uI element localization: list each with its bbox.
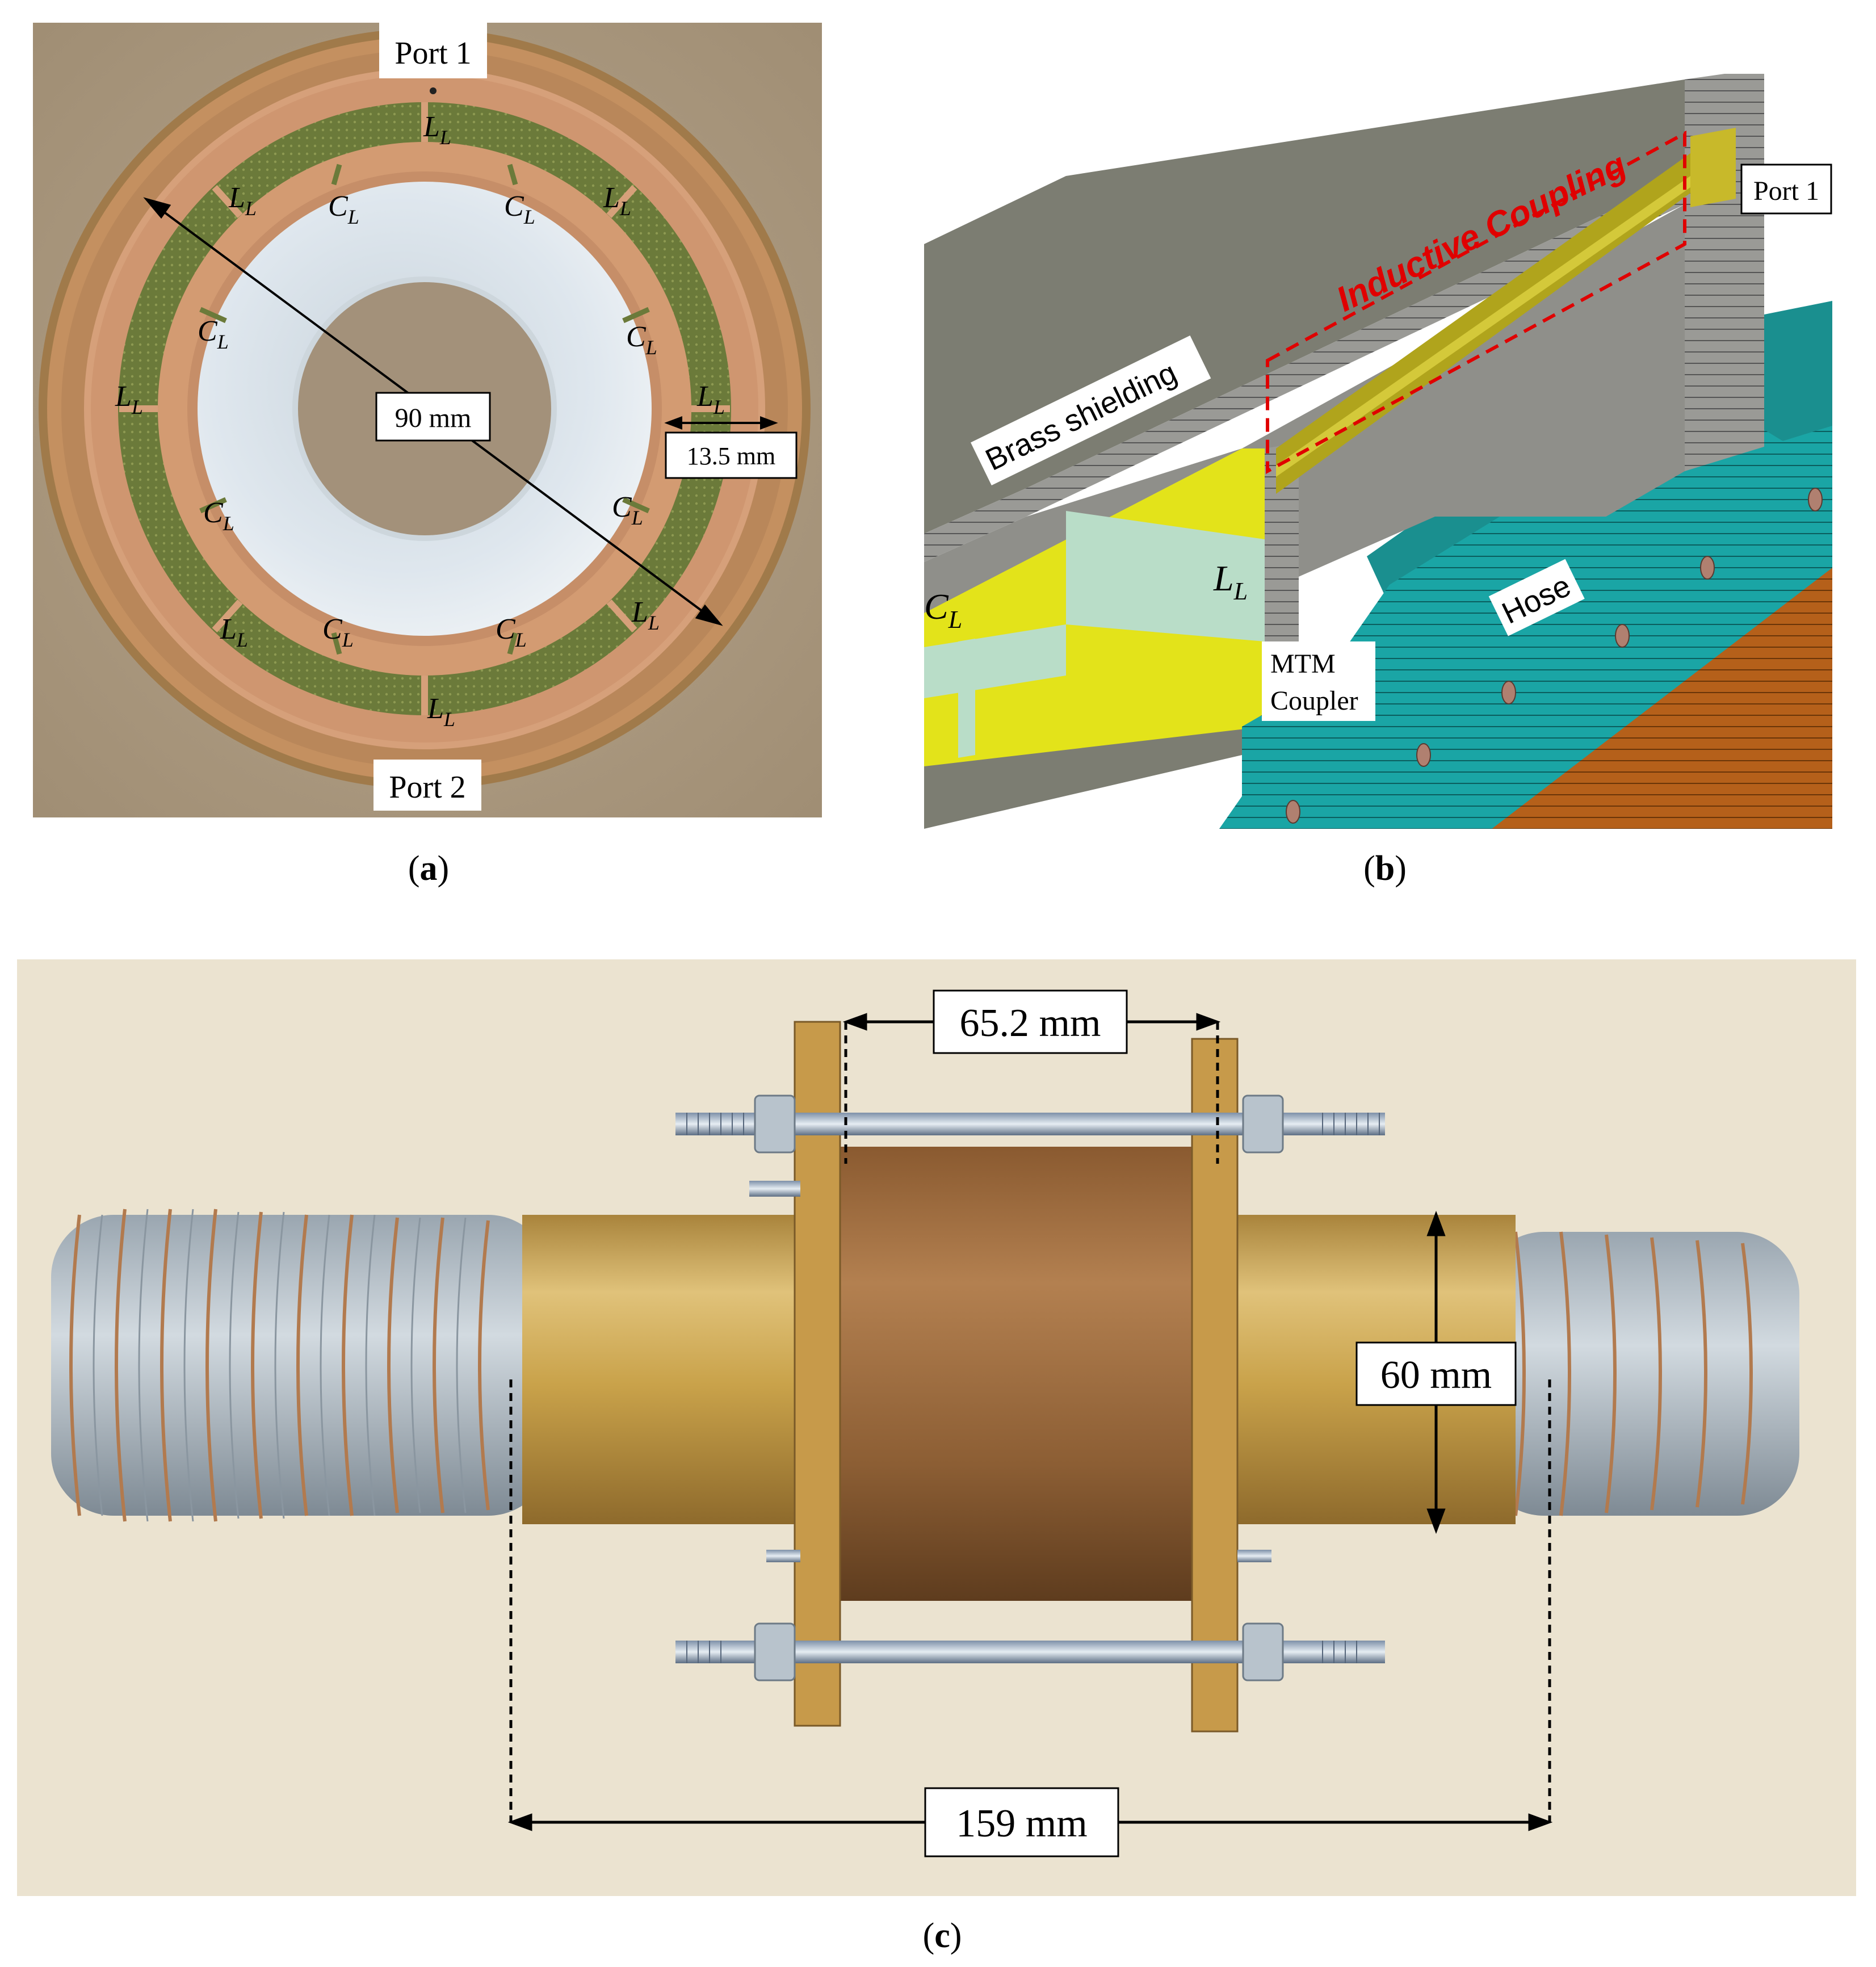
mtm-coupler-label-line1: MTM xyxy=(1270,649,1336,679)
svg-text:CL: CL xyxy=(203,497,234,535)
svg-text:CL: CL xyxy=(322,613,354,651)
svg-text:CL: CL xyxy=(626,321,657,359)
diameter-label: 90 mm xyxy=(395,403,472,433)
caption-c: (c) xyxy=(922,1916,962,1955)
length-label: 159 mm xyxy=(956,1802,1087,1846)
capacitor-gaps xyxy=(199,163,650,655)
panel-b-diagram: Inductive Coupling Brass shielding Hose … xyxy=(924,74,1832,829)
panel-a-photo: Port 1 Port 2 90 mm 13.5 mm LL LL LL LL … xyxy=(33,23,822,817)
port1-b-label: Port 1 xyxy=(1753,176,1819,206)
svg-text:CL: CL xyxy=(198,315,229,353)
width-label: 13.5 mm xyxy=(687,442,775,470)
port2-label: Port 2 xyxy=(389,770,465,805)
svg-text:CL: CL xyxy=(504,190,535,228)
inductive-coupling-box xyxy=(1266,130,1686,475)
svg-text:CL: CL xyxy=(328,190,359,228)
inductor-labels: LL LL LL LL LL LL LL LL xyxy=(115,111,725,731)
hose-left xyxy=(51,1209,551,1522)
hose-right xyxy=(1482,1231,1799,1516)
caption-a: (a) xyxy=(408,849,450,888)
port1-label: Port 1 xyxy=(394,36,471,71)
width-arrow xyxy=(664,416,778,430)
inductor-b-label: LL xyxy=(1213,558,1248,605)
threaded-rods xyxy=(675,1094,1385,1681)
flange-left xyxy=(794,1021,841,1727)
svg-text:LL: LL xyxy=(603,182,631,220)
svg-text:LL: LL xyxy=(423,111,451,149)
svg-text:LL: LL xyxy=(220,613,248,651)
panel-a-image: Port 1 Port 2 90 mm 13.5 mm LL LL LL LL … xyxy=(33,23,822,817)
capacitor-b-label: CL xyxy=(924,586,962,634)
svg-text:LL: LL xyxy=(427,693,455,731)
svg-text:CL: CL xyxy=(612,491,643,529)
caption-b: (b) xyxy=(1363,849,1407,888)
svg-text:LL: LL xyxy=(631,596,660,634)
panel-c-photo: 65.2 mm 60 mm 159 mm xyxy=(17,959,1856,1896)
gap-label: 65.2 mm xyxy=(960,1001,1101,1045)
svg-text:LL: LL xyxy=(228,182,257,220)
diameter-c-label: 60 mm xyxy=(1380,1353,1492,1397)
inductor-gaps xyxy=(119,102,730,715)
flange-right xyxy=(1191,1038,1239,1733)
panel-b-image: Inductive Coupling Brass shielding Hose … xyxy=(924,74,1832,829)
copper-shield xyxy=(812,1147,1198,1601)
mtm-coupler-label-line2: Coupler xyxy=(1270,686,1358,716)
capacitor-labels: CL CL CL CL CL CL CL CL xyxy=(198,190,657,651)
svg-text:CL: CL xyxy=(496,613,527,651)
svg-text:LL: LL xyxy=(696,380,725,418)
svg-text:LL: LL xyxy=(115,380,143,418)
panel-c-image: 65.2 mm 60 mm 159 mm xyxy=(17,959,1856,1896)
